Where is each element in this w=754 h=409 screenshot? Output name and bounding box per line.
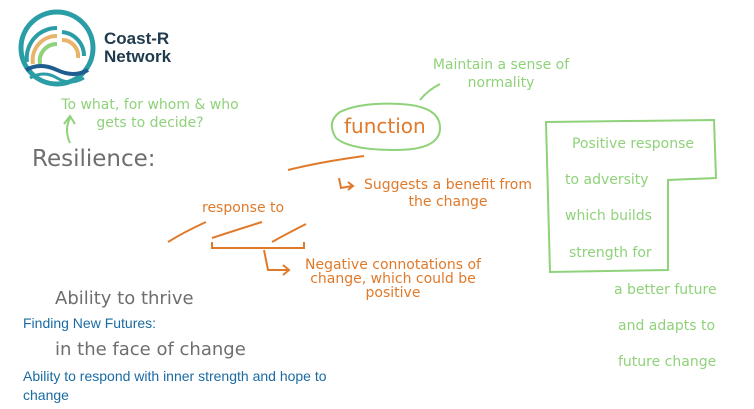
negative-arrow: [263, 249, 288, 271]
blank-stroke-1: [167, 221, 207, 243]
function-circle: [330, 102, 442, 152]
coast-r-logo-icon: [18, 9, 96, 87]
logo-line-2: Network: [104, 47, 172, 66]
definition-line-2: in the face of change: [55, 339, 246, 360]
right-box-line-1: Positive response: [571, 136, 694, 152]
blank-bracket: [211, 242, 305, 249]
right-box-line-5: a better future: [614, 282, 717, 298]
resilience-heading: Resilience:: [32, 146, 156, 172]
negative-annotation: Negative connotations of change, which c…: [305, 257, 481, 301]
right-box-line-7: future change: [618, 354, 717, 370]
function-blank-stroke: [287, 155, 365, 171]
definition-line-1: Ability to thrive: [55, 288, 194, 309]
function-word: function: [344, 114, 426, 138]
finding-new-futures-body: Ability to respond with inner strength a…: [23, 368, 327, 403]
to-what-annotation: To what, for whom & who gets to decide?: [61, 97, 239, 131]
right-box-line-3: which builds: [565, 208, 652, 224]
suggests-arrow: [338, 177, 353, 190]
logo-wordmark: Coast-R Network: [104, 30, 171, 66]
suggests-annotation: Suggests a benefit from the change: [363, 177, 533, 210]
finding-new-futures-heading: Finding New Futures:: [23, 315, 157, 331]
response-to-word: response to: [202, 200, 285, 216]
blank-stroke-3: [271, 223, 307, 243]
normality-connector: [419, 83, 441, 101]
normality-annotation: Maintain a sense of normality: [432, 57, 570, 91]
blank-stroke-2: [211, 221, 263, 239]
right-box-line-2: to adversity: [565, 172, 649, 188]
right-box-line-4: strength for: [569, 245, 652, 261]
right-box-outline: [544, 118, 718, 274]
right-box-line-6: and adapts to: [618, 318, 716, 334]
to-what-arrow: [66, 117, 71, 144]
logo-line-1: Coast-R: [104, 29, 170, 48]
